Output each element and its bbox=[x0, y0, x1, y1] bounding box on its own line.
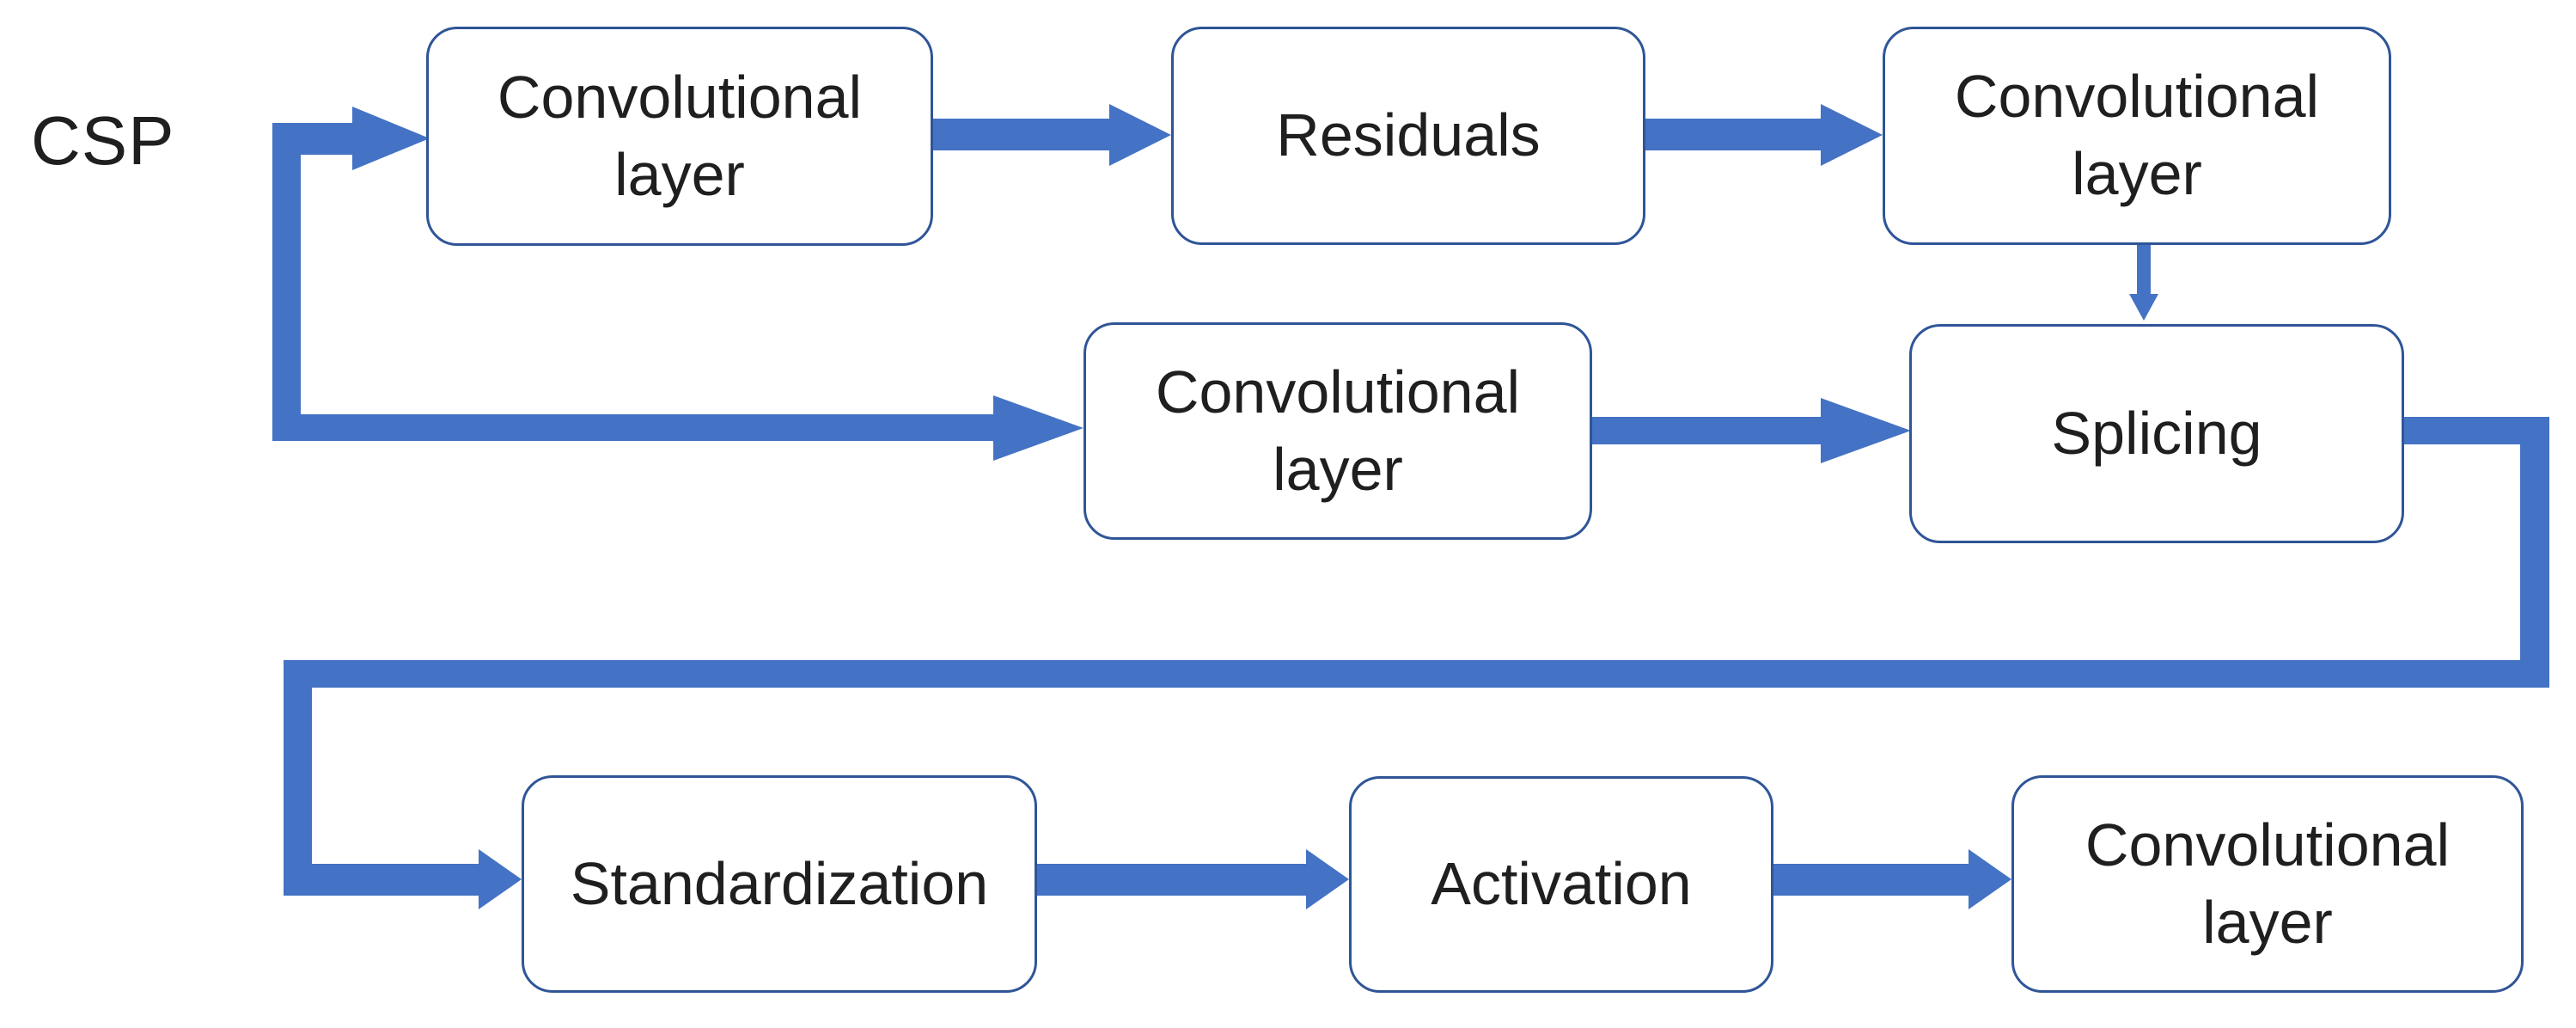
node-conv-top-left: Convolutional layer bbox=[426, 27, 933, 246]
node-conv-middle-label: Convolutional layer bbox=[1155, 358, 1521, 503]
node-residuals: Residuals bbox=[1171, 27, 1645, 245]
node-conv-top-right-label: Convolutional layer bbox=[1954, 63, 2320, 207]
node-conv-top-left-label: Convolutional layer bbox=[497, 63, 863, 208]
edge-splicing-standardization-arrowhead bbox=[479, 849, 522, 909]
edge-csp-conv-middle-arrowhead bbox=[993, 395, 1084, 461]
node-activation-label: Activation bbox=[1431, 850, 1692, 918]
edge-csp-conv-top-left-arrowhead bbox=[352, 107, 430, 170]
node-conv-bottom-right-label: Convolutional layer bbox=[2085, 811, 2451, 956]
node-residuals-label: Residuals bbox=[1276, 101, 1541, 169]
edge-conv-middle-splicing-arrowhead bbox=[1821, 398, 1911, 463]
edge-residuals-conv-top-right-shaft bbox=[1645, 119, 1821, 150]
edge-activation-conv-bottom-right-shaft bbox=[1773, 864, 1969, 896]
edge-standardization-activation-arrowhead bbox=[1306, 849, 1349, 909]
node-splicing: Splicing bbox=[1909, 324, 2404, 543]
edge-splicing-standardization-seg-down-left bbox=[284, 660, 312, 896]
node-conv-bottom-right: Convolutional layer bbox=[2011, 775, 2524, 993]
node-conv-middle: Convolutional layer bbox=[1084, 322, 1592, 540]
input-label-csp: CSP bbox=[31, 102, 175, 179]
edge-conv-top-right-splicing-shaft bbox=[2137, 245, 2151, 295]
edge-conv-top-left-residuals-shaft bbox=[933, 119, 1109, 150]
node-conv-top-right: Convolutional layer bbox=[1883, 27, 2391, 245]
edge-csp-branch-down bbox=[272, 129, 301, 441]
edge-splicing-standardization-seg-long-left bbox=[284, 660, 2549, 688]
edge-standardization-activation-shaft bbox=[1037, 864, 1306, 896]
node-splicing-label: Splicing bbox=[2051, 399, 2262, 467]
edge-activation-conv-bottom-right-arrowhead bbox=[1969, 849, 2011, 909]
edge-splicing-standardization-shaft bbox=[284, 864, 479, 896]
node-activation: Activation bbox=[1349, 776, 1773, 993]
edge-conv-middle-splicing-shaft bbox=[1592, 417, 1823, 444]
edge-conv-top-left-residuals-arrowhead bbox=[1109, 104, 1171, 166]
node-standardization-label: Standardization bbox=[570, 849, 989, 917]
edge-csp-conv-middle-shaft bbox=[272, 414, 993, 441]
edge-conv-top-right-splicing-arrowhead bbox=[2129, 294, 2158, 321]
node-standardization: Standardization bbox=[522, 775, 1037, 993]
edge-splicing-standardization-seg-down-right bbox=[2520, 417, 2549, 688]
edge-residuals-conv-top-right-arrowhead bbox=[1821, 104, 1883, 166]
